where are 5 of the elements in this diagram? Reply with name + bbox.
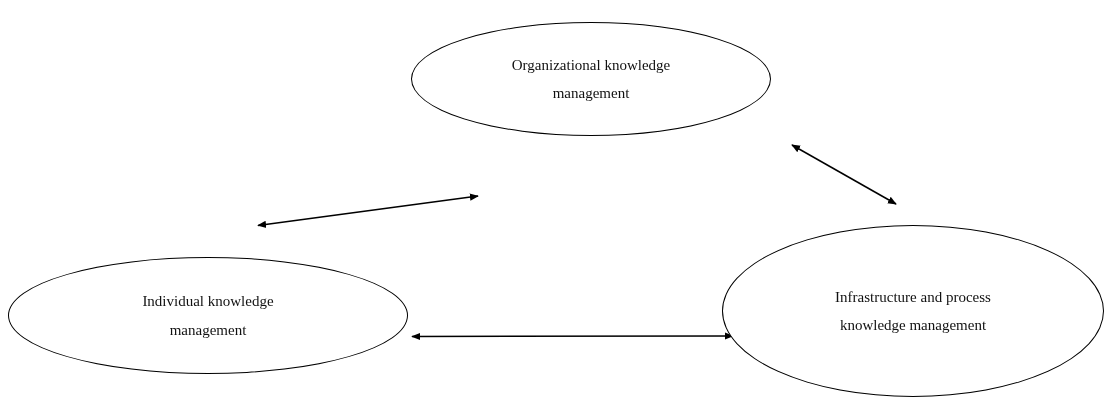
double-arrow	[791, 144, 897, 205]
double-arrow	[257, 193, 479, 228]
node-label: Organizational knowledge management	[510, 55, 672, 103]
node-label: Infrastructure and process knowledge management	[834, 287, 992, 335]
node-label: Individual knowledge management	[141, 292, 275, 340]
